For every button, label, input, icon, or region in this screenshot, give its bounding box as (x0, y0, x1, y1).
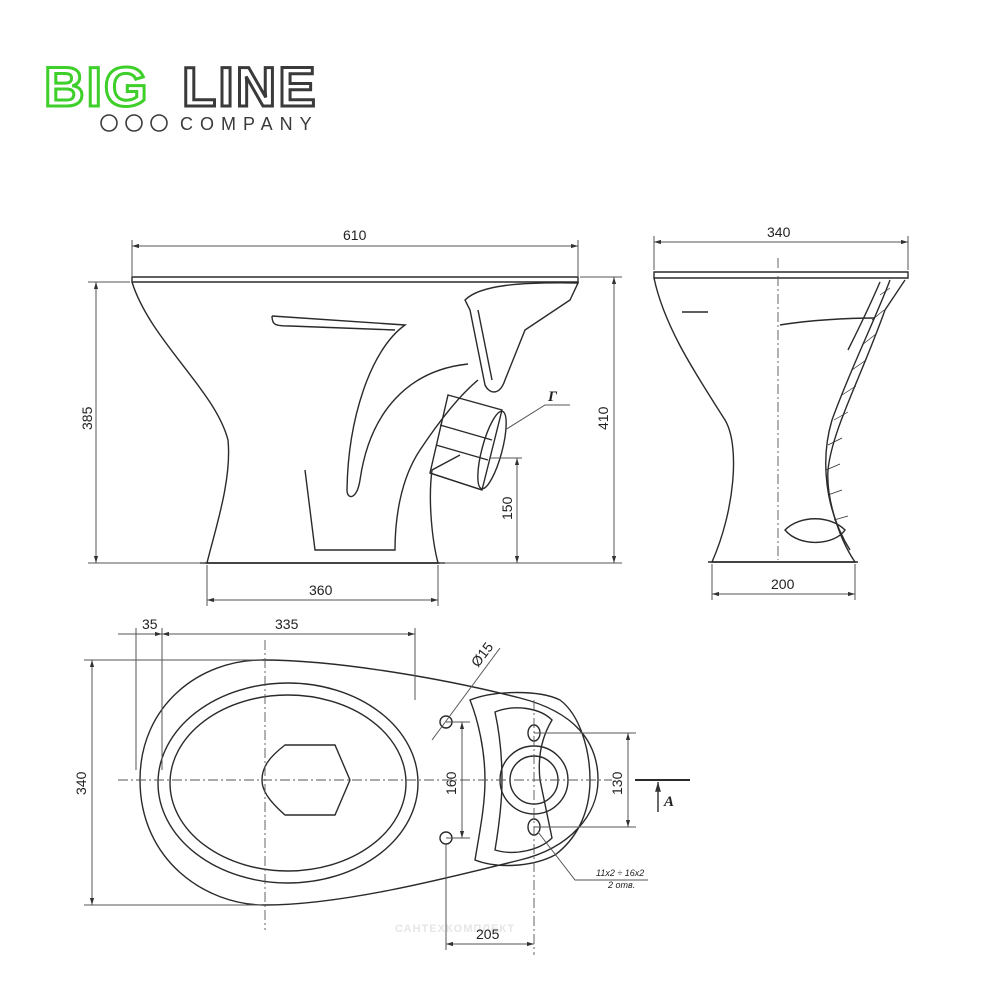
dim-rim-height: 385 (79, 406, 95, 430)
logo-circles (100, 114, 168, 132)
dim-side-base: 200 (771, 576, 795, 592)
dim-overall-width: 610 (343, 227, 367, 243)
dim-side-width: 340 (767, 224, 791, 240)
slot-note-size: 11x2 ÷ 16x2 (596, 868, 644, 878)
dim-base-width: 360 (309, 582, 333, 598)
dim-total-height: 410 (595, 406, 611, 430)
logo-subtitle: COMPANY (180, 114, 319, 134)
front-dimensions (88, 240, 622, 606)
top-centerlines (118, 640, 612, 955)
side-view (653, 271, 909, 563)
top-view (139, 659, 599, 906)
brand-logo: BIG LINE COMPANY (43, 54, 319, 135)
side-dimensions (653, 236, 909, 600)
top-dimensions (84, 628, 690, 950)
watermark-text: САНТЕХКОМПЛЕКТ (395, 923, 515, 935)
dim-rim-to-hole: 335 (275, 616, 299, 632)
slot-note-count: 2 отв. (607, 880, 635, 890)
front-view (131, 276, 580, 564)
dim-offset-small: 35 (142, 616, 158, 632)
dim-outlet-offset: 205 (476, 926, 500, 942)
section-label-a: A (663, 794, 674, 810)
logo-word-line: LINE (182, 55, 318, 118)
dim-outlet-height: 150 (499, 496, 515, 520)
dim-outlet-width: 130 (609, 771, 625, 795)
dim-top-width: 340 (73, 771, 89, 795)
section-callout-g: Г (547, 389, 558, 405)
dim-hole-spacing: 160 (443, 771, 459, 795)
logo-word-big: BIG (44, 55, 150, 118)
dim-hole-diameter: Ø15 (468, 639, 497, 670)
